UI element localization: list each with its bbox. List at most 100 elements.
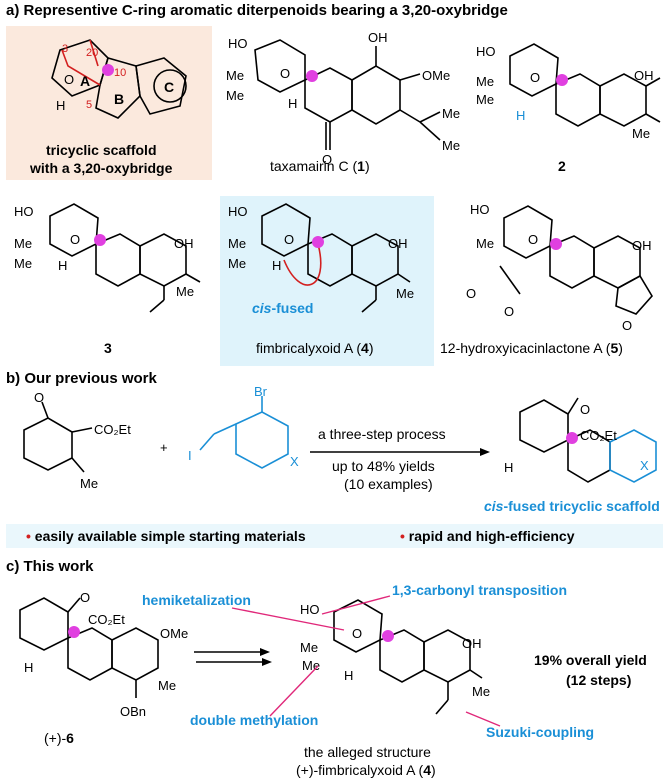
compound-2-label: 2 xyxy=(558,158,566,174)
section-b-title: b) Our previous work xyxy=(6,370,157,387)
sm-label-prefix: (+)- xyxy=(44,730,67,746)
section-c-title: c) This work xyxy=(6,558,94,575)
c3-o: O xyxy=(70,232,80,247)
tc2-number: 4 xyxy=(423,762,431,778)
c1-ketone-o: O xyxy=(322,152,332,167)
product-caption-suffix: -fused tricyclic scaffold xyxy=(503,498,660,514)
compound-4-structure xyxy=(261,203,411,313)
tc2-close: ) xyxy=(431,762,436,778)
scaffold-caption-1: tricyclic scaffold xyxy=(46,142,157,158)
sm6-obn: OBn xyxy=(120,704,146,719)
c3-me1: Me xyxy=(14,236,32,251)
sm6-me: Me xyxy=(158,678,176,693)
t4-me1: Me xyxy=(300,640,318,655)
benzyl-i: I xyxy=(188,448,192,463)
start-material-label: (+)-6 xyxy=(44,730,74,746)
bullet-item-1: • easily available simple starting mater… xyxy=(26,528,306,544)
plus-sign: + xyxy=(160,440,168,455)
c1-o: O xyxy=(280,66,290,81)
c3-oh: OH xyxy=(174,236,194,251)
c4-me3: Me xyxy=(396,286,414,301)
compound-3-structure xyxy=(49,203,201,313)
ketoester-me: Me xyxy=(80,476,98,491)
c5-oh: OH xyxy=(632,238,652,253)
pos-5: 5 xyxy=(86,99,92,111)
c1-oh: OH xyxy=(368,30,388,45)
ring-a-label: A xyxy=(80,73,90,89)
compound-5-caption: 12-hydroxyicacinlactone A (5) xyxy=(440,340,623,356)
ring-c-label: C xyxy=(164,79,174,95)
ketoester-co2et: CO₂Et xyxy=(94,422,131,437)
c1-me2: Me xyxy=(226,88,244,103)
benzyl-x: X xyxy=(290,454,299,469)
compound-2-structure xyxy=(509,43,661,127)
c4-me1: Me xyxy=(228,236,246,251)
c4-number: 4 xyxy=(361,340,369,356)
annotation-methylation: double methylation xyxy=(190,712,319,728)
c5-o1: O xyxy=(528,232,538,247)
c1-number: 1 xyxy=(357,158,365,174)
c4-h: H xyxy=(272,258,281,273)
target-4-structure xyxy=(333,599,483,715)
conditions-line-2: up to 48% yields xyxy=(332,458,435,474)
suzuki-pointer xyxy=(465,711,501,727)
t4-me2: Me xyxy=(302,658,320,673)
conditions-line-1: a three-step process xyxy=(318,426,446,442)
t4-oh: OH xyxy=(462,636,482,651)
annotation-transposition: 1,3-carbonyl transposition xyxy=(392,582,568,598)
c3-me3: Me xyxy=(176,284,194,299)
c2-me1: Me xyxy=(476,74,494,89)
methylation-pointer xyxy=(269,665,319,717)
product-co2et: CO₂Et xyxy=(580,428,617,443)
bullet-item-2: • rapid and high-efficiency xyxy=(400,528,575,544)
bullet-bar xyxy=(6,524,663,548)
compound-1-structure xyxy=(254,39,441,150)
target-caption-1: the alleged structure xyxy=(304,744,431,760)
c1-ho: HO xyxy=(228,36,248,51)
bullet-glyph-1: • xyxy=(26,528,31,544)
c1-me1: Me xyxy=(226,68,244,83)
c2-h: H xyxy=(516,108,525,123)
c5-number: 5 xyxy=(610,340,619,356)
sm-label-number: 6 xyxy=(66,730,74,746)
cis-fused-label: cis-fused xyxy=(252,300,313,316)
c2-o: O xyxy=(530,70,540,85)
c4-ho: HO xyxy=(228,204,248,219)
c2-me3: Me xyxy=(632,126,650,141)
c4-o: O xyxy=(284,232,294,247)
t4-o: O xyxy=(352,626,362,641)
product-o: O xyxy=(580,402,590,417)
c5-o3: O xyxy=(504,304,514,319)
c4-oh: OH xyxy=(388,236,408,251)
pos-3: 3 xyxy=(62,43,68,55)
c1-ome: OMe xyxy=(422,68,450,83)
scaffold-structure xyxy=(51,39,187,119)
cis-fused-suffix: -fused xyxy=(271,300,314,316)
tc2-prefix: (+)-fimbricalyxoid A ( xyxy=(296,762,424,778)
yield-line-1: 19% overall yield xyxy=(534,652,647,668)
annotation-hemiketalization: hemiketalization xyxy=(142,592,251,608)
yield-line-2: (12 steps) xyxy=(566,672,632,688)
scaffold-caption-2: with a 3,20-oxybridge xyxy=(30,160,173,176)
c5-close: ) xyxy=(618,340,623,356)
sm6-h: H xyxy=(24,660,33,675)
ring-b-label: B xyxy=(114,91,124,107)
c3-me2: Me xyxy=(14,256,32,271)
t4-ho: HO xyxy=(300,602,320,617)
compound-1-caption: taxamairin C (1) xyxy=(270,158,370,174)
compound-4-panel xyxy=(220,196,434,366)
benzyl-br: Br xyxy=(254,384,268,399)
start-material-6-structure xyxy=(19,597,159,698)
c1-name: taxamairin C ( xyxy=(270,158,358,174)
c2-oh: OH xyxy=(634,68,654,83)
scaffold-h: H xyxy=(56,98,65,113)
c1-close: ) xyxy=(364,158,370,174)
c5-furan-o: O xyxy=(622,318,632,333)
c1-me4: Me xyxy=(442,138,460,153)
bullet-glyph-2: • xyxy=(400,528,405,544)
compound-3-label: 3 xyxy=(104,340,112,356)
transposition-pointer xyxy=(321,595,391,615)
c5-ho: HO xyxy=(470,202,490,217)
tricyclic-product-structure xyxy=(519,397,657,483)
